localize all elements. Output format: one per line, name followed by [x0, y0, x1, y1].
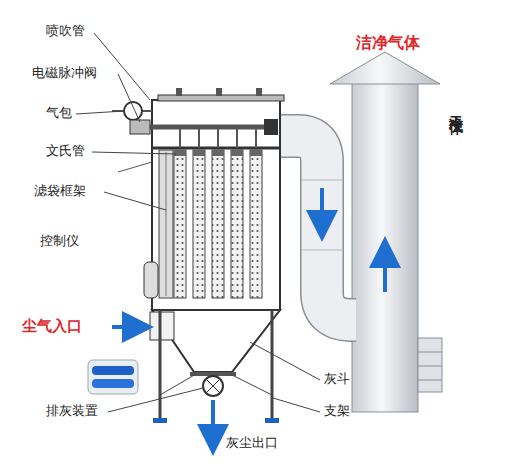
- filter-bag: [231, 150, 243, 298]
- filter-housing: [152, 100, 280, 310]
- venturi: [231, 150, 243, 156]
- duct-body: [272, 136, 356, 320]
- chimney-stack: [352, 80, 418, 412]
- fan-line: [418, 352, 442, 353]
- fan-housing: [418, 338, 442, 392]
- flow-arrow: [320, 188, 324, 226]
- stack-cap: [330, 52, 440, 84]
- nozzle: [217, 127, 219, 148]
- duct-flange: [301, 250, 343, 251]
- valve-vane: [206, 379, 220, 393]
- part-label: 支架: [324, 404, 350, 418]
- flow-arrow: [211, 400, 215, 440]
- venturi: [174, 150, 186, 156]
- venturi: [212, 150, 224, 156]
- leader-line: [273, 398, 320, 412]
- filter-bag: [250, 150, 262, 298]
- part-label: 灰尘出口: [226, 436, 278, 450]
- part-label: 控制仪: [40, 234, 79, 248]
- support-leg: [271, 310, 274, 419]
- flow-arrow: [112, 325, 138, 329]
- tube-sheet: [152, 147, 280, 150]
- part-label: 喷吹管: [46, 24, 85, 38]
- valve-vane: [206, 379, 220, 393]
- pipe-end: [264, 119, 278, 135]
- nozzle: [198, 127, 200, 148]
- duct-flange: [301, 180, 343, 181]
- leader-line: [108, 388, 203, 412]
- part-label: 气包: [46, 106, 72, 120]
- leader-line: [94, 33, 150, 100]
- top-support: [176, 88, 182, 96]
- part-label: 灰斗: [324, 372, 350, 386]
- bracket: [118, 162, 152, 172]
- leader-line: [250, 342, 320, 380]
- part-label: 干净气体: [448, 104, 463, 112]
- blue-cylinder: [92, 379, 134, 388]
- nozzle: [179, 127, 181, 148]
- filter-bag: [193, 150, 205, 298]
- support-leg: [159, 310, 162, 419]
- filter-bag: [212, 150, 224, 298]
- inlet-pipe: [150, 312, 174, 340]
- nozzle: [236, 127, 238, 148]
- controller: [144, 262, 158, 298]
- fan-line: [418, 366, 442, 367]
- inset-photo: [88, 360, 138, 394]
- leader-line: [118, 74, 140, 122]
- rotary-valve: [203, 376, 223, 396]
- part-label: 洁净气体: [356, 34, 420, 52]
- nozzle: [255, 127, 257, 148]
- part-label: 文氏管: [46, 144, 85, 158]
- brace: [160, 374, 196, 395]
- part-label: 电磁脉冲阀: [32, 66, 97, 80]
- duct-outline: [272, 136, 356, 320]
- brace: [230, 374, 272, 395]
- frame-wire: [166, 152, 167, 296]
- top-support: [256, 88, 262, 96]
- venturi: [193, 150, 205, 156]
- blue-cylinder: [92, 366, 134, 375]
- part-label: 尘气入口: [22, 318, 82, 335]
- bag-frame: [159, 150, 173, 298]
- leader-line: [92, 152, 176, 154]
- leader-line: [76, 111, 124, 114]
- venturi: [250, 150, 262, 156]
- fan-line: [418, 380, 442, 381]
- flow-arrow: [383, 252, 387, 292]
- blow-pipe: [146, 125, 272, 130]
- filter-bag: [174, 150, 186, 298]
- air-tank: [124, 102, 142, 120]
- leg-foot: [153, 418, 167, 423]
- top-support: [216, 88, 222, 96]
- part-label: 滤袋框架: [34, 184, 86, 198]
- leader-line: [104, 192, 166, 210]
- solenoid-valve: [130, 120, 150, 134]
- leg-foot: [265, 418, 279, 423]
- part-label: 排灰装置: [46, 404, 98, 418]
